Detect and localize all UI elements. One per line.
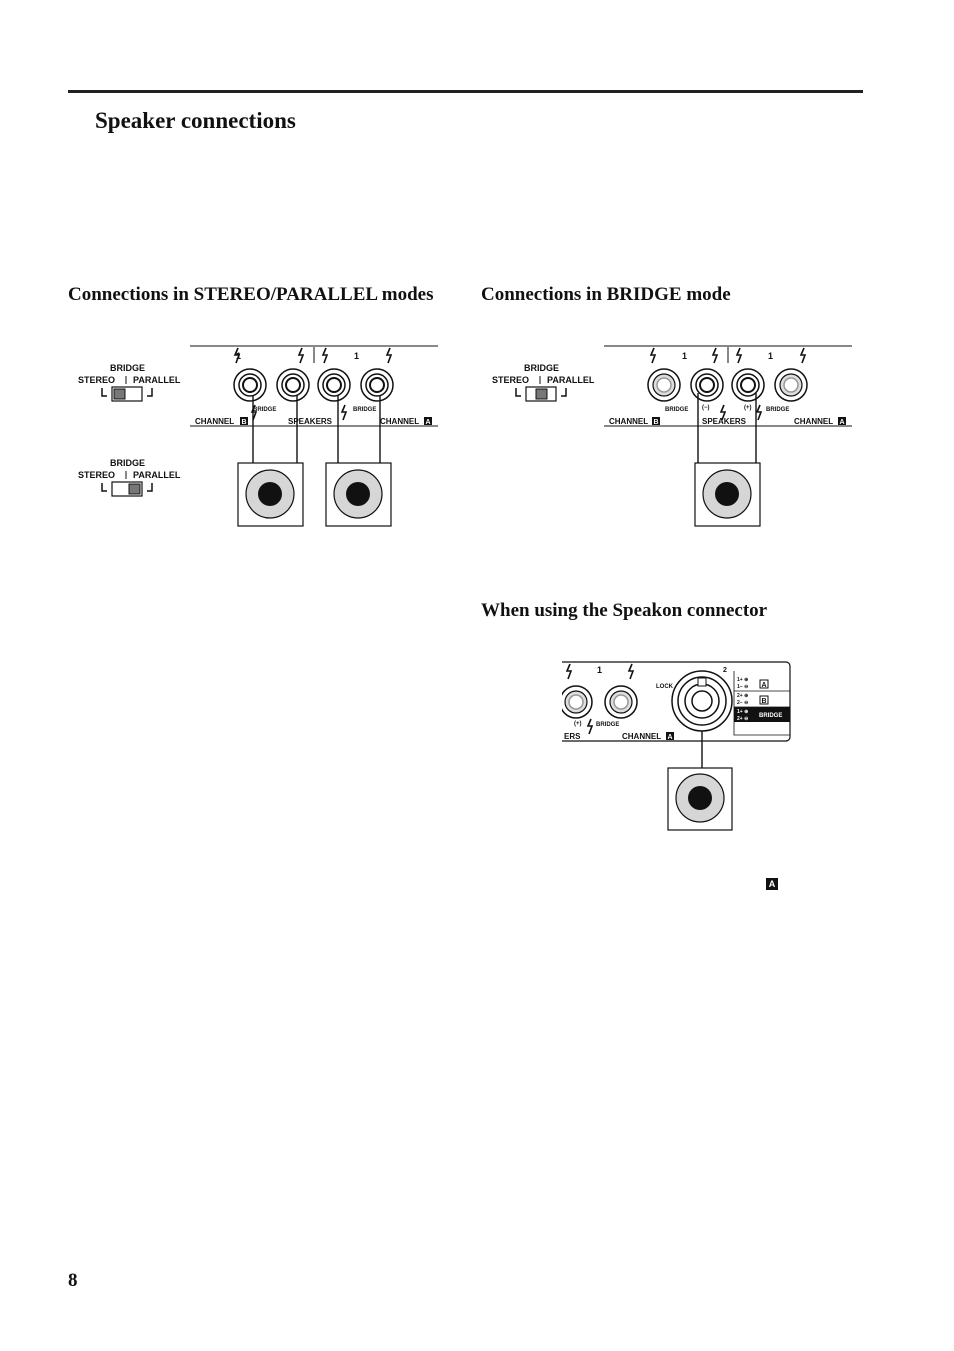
bridge-jack-2[interactable] [690,368,724,402]
speakon-connector[interactable] [671,670,733,732]
lightning-icon [649,347,807,421]
speakon-channel-a-badge: A [667,734,672,741]
switch1-stereo-label: STEREO [78,375,115,385]
speakon-bridge-small: BRIDGE [596,722,619,728]
bridge-jack-label-1a: 1 [682,351,687,361]
switch2-stereo-label: STEREO [78,470,115,480]
bridge-heading: Connections in BRIDGE mode [481,284,731,305]
page-number: 8 [68,1270,78,1291]
bridge-jack-1[interactable] [647,368,681,402]
channel-b-label: CHANNEL [195,417,234,426]
speakon-jack-left[interactable] [562,685,593,719]
pin-a-1: 1+ ⊕ [737,677,748,683]
jack-2[interactable] [276,368,310,402]
bridge-cables [697,393,757,463]
jack-4[interactable] [360,368,394,402]
switch2-knob[interactable] [128,483,141,495]
bridge-figure: BRIDGE STEREO PARALLEL 1 1 BRIDGE (−) (+… [484,335,859,535]
bridge-channel-a-label: CHANNEL [794,417,833,426]
bridge-small-label-a: BRIDGE [665,407,688,413]
speakon-heading: When using the Speakon connector [481,600,768,621]
speakon-speakers-cut: ERS [564,732,581,741]
channel-b-badge: B [241,419,246,426]
lock-label: LOCK [656,684,674,690]
speakon-channel-a-label: CHANNEL [622,732,661,741]
bridge-speaker [694,462,761,527]
lightning-icon [565,663,635,735]
pin-table-b: B [761,698,766,705]
bridge-switch-stereo-label: STEREO [492,375,529,385]
bridge-small-label-1: BRIDGE [253,407,276,413]
bridge-channel-a-badge: A [839,419,844,426]
switch1-bridge-label: BRIDGE [110,363,145,373]
jack-3[interactable] [317,368,351,402]
bridge-switch-bridge-label: BRIDGE [524,363,559,373]
pin-br-2: 2+ ⊖ [737,716,748,722]
minus-paren-label: (−) [702,405,710,411]
bridge-channel-b-badge: B [653,419,658,426]
switch2-parallel-label: PARALLEL [133,470,181,480]
bridge-jack-3[interactable] [731,368,765,402]
switch1-knob[interactable] [113,388,126,400]
page-title: Speaker connections [95,108,296,133]
speakon-jack-right[interactable] [604,685,638,719]
speakon-speaker [667,767,733,831]
pin-b-1: 2+ ⊕ [737,693,748,699]
pin-table: 1+ ⊕ 1− ⊖ A 2+ ⊕ 2− ⊖ B 1+ ⊕ 2+ ⊖ BRIDGE [734,677,790,722]
bridge-jack-label-1b: 1 [768,351,773,361]
lightning-icon [233,347,393,421]
bridge-jack-4[interactable] [774,368,808,402]
speakers-label: SPEAKERS [288,417,333,426]
bridge-channel-b-label: CHANNEL [609,417,648,426]
pin-br-1: 1+ ⊕ [737,709,748,715]
speakon-number-label: 2 [723,667,727,674]
pin-a-2: 1− ⊖ [737,684,748,690]
footnote-a-badge: A [766,878,778,890]
stereo-parallel-heading: Connections in STEREO/PARALLEL modes [68,284,434,305]
speaker-right [325,462,392,527]
speaker-left [237,462,304,527]
speaker-cables [252,395,381,463]
jack-1[interactable] [233,368,267,402]
stereo-parallel-figure: BRIDGE STEREO PARALLEL BRIDGE STEREO PAR… [70,335,445,535]
bridge-speakers-label: SPEAKERS [702,417,747,426]
jack-label-1b: 1 [354,351,359,361]
switch2-bridge-label: BRIDGE [110,458,145,468]
speakon-figure: 1 (+) BRIDGE ERS CHANNEL A LOCK 2 1+ ⊕ 1… [562,655,797,835]
pin-table-bridge: BRIDGE [759,713,782,719]
bridge-switch-parallel-label: PARALLEL [547,375,595,385]
bridge-small-label-2: BRIDGE [353,407,376,413]
pin-table-a: A [761,682,766,689]
speakon-plus-paren: (+) [574,721,582,727]
plus-paren-label: (+) [744,405,752,411]
bridge-switch-knob[interactable] [535,388,548,400]
speakon-jack-label-1: 1 [597,665,602,675]
channel-a-badge: A [425,419,430,426]
switch1-parallel-label: PARALLEL [133,375,181,385]
top-rule [68,90,863,93]
bridge-small-label-b: BRIDGE [766,407,789,413]
pin-b-2: 2− ⊖ [737,700,748,706]
channel-a-label: CHANNEL [380,417,419,426]
